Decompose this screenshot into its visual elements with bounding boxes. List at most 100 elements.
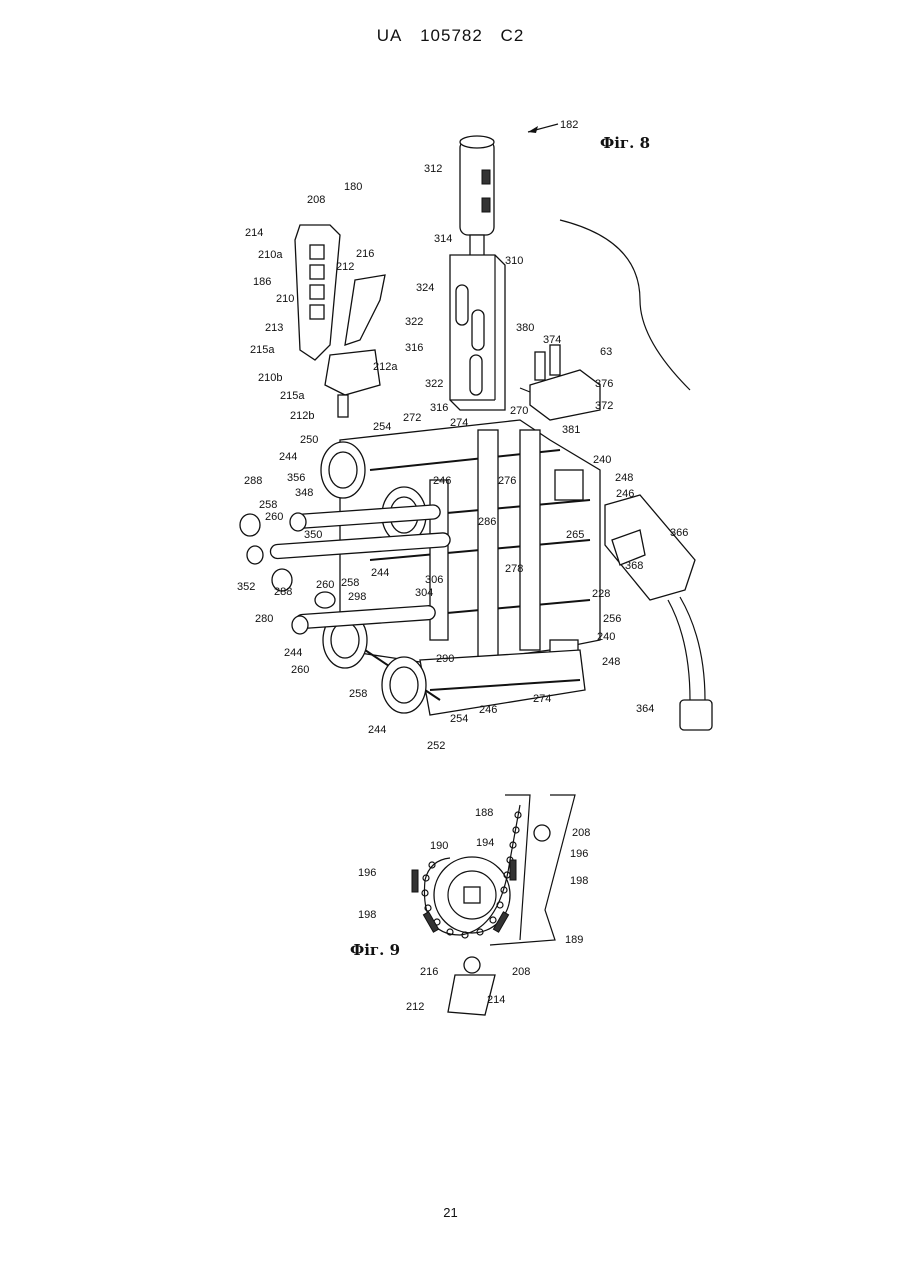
label-250: 250: [300, 434, 318, 446]
label-246-2: 246: [616, 488, 634, 500]
label-254: 254: [373, 421, 391, 433]
label-258: 258: [259, 499, 277, 511]
label-276: 276: [498, 475, 516, 487]
label-260-3: 260: [291, 664, 309, 676]
label-381: 381: [562, 424, 580, 436]
label-188: 188: [475, 807, 493, 819]
label-210a: 210a: [258, 249, 283, 261]
label-208-2: 208: [512, 966, 530, 978]
label-246-3: 246: [479, 704, 497, 716]
label-322: 322: [405, 316, 423, 328]
label-316: 316: [405, 342, 423, 354]
label-240: 240: [593, 454, 611, 466]
page-number: 21: [0, 1205, 901, 1220]
paddle-196: [412, 870, 418, 892]
label-350: 350: [304, 529, 322, 541]
label-215a-2: 215a: [280, 390, 305, 402]
label-208: 208: [572, 827, 590, 839]
label-212b: 212b: [290, 410, 314, 422]
label-213: 213: [265, 322, 283, 334]
label-260-2: 260: [316, 579, 334, 591]
label-376: 376: [595, 378, 613, 390]
label-312: 312: [424, 163, 442, 175]
label-186: 186: [253, 276, 271, 288]
label-182: 182: [560, 119, 578, 131]
label-316-2: 316: [430, 402, 448, 414]
label-374: 374: [543, 334, 561, 346]
paddle-198: [423, 912, 438, 932]
label-208: 208: [307, 194, 325, 206]
label-356: 356: [287, 472, 305, 484]
paddle-196-right: [510, 860, 516, 880]
label-260: 260: [265, 511, 283, 523]
label-194: 194: [476, 837, 494, 849]
label-210b: 210b: [258, 372, 282, 384]
label-212: 212: [406, 1001, 424, 1013]
cylinder-312: [460, 136, 494, 257]
label-352: 352: [237, 581, 255, 593]
roller-208-bottom: [464, 957, 480, 973]
brace: [560, 220, 690, 390]
label-298: 298: [348, 591, 366, 603]
label-324: 324: [416, 282, 434, 294]
label-244: 244: [279, 451, 297, 463]
label-274-2: 274: [533, 693, 551, 705]
label-198: 198: [570, 875, 588, 887]
figure-8: Фіг. 8: [237, 119, 712, 752]
label-366: 366: [670, 527, 688, 539]
label-274: 274: [450, 417, 468, 429]
label-63: 63: [600, 346, 612, 358]
label-280: 280: [255, 613, 273, 625]
label-348: 348: [295, 487, 313, 499]
label-380: 380: [516, 322, 534, 334]
label-272: 272: [403, 412, 421, 424]
label-196-2: 196: [358, 867, 376, 879]
label-212: 212: [336, 261, 354, 273]
label-216: 216: [356, 248, 374, 260]
label-228: 228: [592, 588, 610, 600]
label-240-2: 240: [597, 631, 615, 643]
label-372: 372: [595, 400, 613, 412]
label-254-2: 254: [450, 713, 468, 725]
label-196: 196: [570, 848, 588, 860]
figure-8-title: Фіг. 8: [600, 134, 650, 152]
label-198-2: 198: [358, 909, 376, 921]
label-216: 216: [420, 966, 438, 978]
label-364: 364: [636, 703, 654, 715]
label-248: 248: [615, 472, 633, 484]
label-244-3: 244: [284, 647, 302, 659]
label-286: 286: [478, 516, 496, 528]
label-288-2: 288: [274, 586, 292, 598]
label-310: 310: [505, 255, 523, 267]
label-248-2: 248: [602, 656, 620, 668]
label-258-3: 258: [349, 688, 367, 700]
label-180: 180: [344, 181, 362, 193]
label-214: 214: [245, 227, 263, 239]
block-310: [450, 255, 505, 410]
label-322-2: 322: [425, 378, 443, 390]
figure-9-title: Фіг. 9: [350, 941, 400, 959]
label-256: 256: [603, 613, 621, 625]
label-314: 314: [434, 233, 452, 245]
roller-208-top: [534, 825, 550, 841]
label-252: 252: [427, 740, 445, 752]
label-290: 290: [436, 653, 454, 665]
label-304: 304: [415, 587, 433, 599]
valve-63: [520, 345, 600, 420]
label-244-4: 244: [368, 724, 386, 736]
label-306: 306: [425, 574, 443, 586]
label-288: 288: [244, 475, 262, 487]
label-270: 270: [510, 405, 528, 417]
label-212a: 212a: [373, 361, 398, 373]
label-258-2: 258: [341, 577, 359, 589]
label-214: 214: [487, 994, 505, 1006]
label-210: 210: [276, 293, 294, 305]
label-244-2: 244: [371, 567, 389, 579]
label-189: 189: [565, 934, 583, 946]
label-215a: 215a: [250, 344, 275, 356]
label-278: 278: [505, 563, 523, 575]
label-246: 246: [433, 475, 451, 487]
label-190: 190: [430, 840, 448, 852]
label-265: 265: [566, 529, 584, 541]
